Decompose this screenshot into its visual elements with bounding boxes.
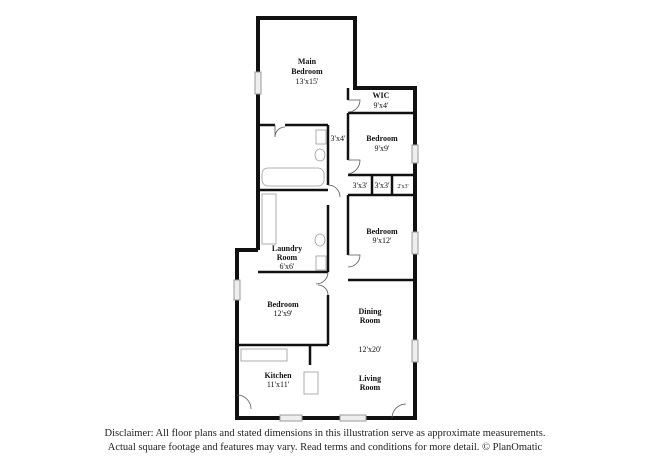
exterior-walls <box>235 16 417 420</box>
living-label: Room <box>360 383 381 392</box>
bedroom-9x9-dims: 9'x9' <box>375 144 390 153</box>
closet-c-dims: 2'x3' <box>397 184 408 190</box>
disclaimer-line-1: Disclaimer: All floor plans and stated d… <box>104 428 546 439</box>
main-bedroom-dims: 13'x15' <box>296 77 319 86</box>
hall-closet-dims: 3'x4' <box>331 134 346 143</box>
washer <box>315 255 327 271</box>
laundry-label: Laundry <box>272 244 302 253</box>
bedroom-12x9-label: Bedroom <box>267 300 299 309</box>
shower <box>261 193 277 245</box>
closet-b-dims: 3'x3' <box>375 181 390 190</box>
toilet <box>314 148 326 162</box>
bedroom-9x12-label: Bedroom <box>366 227 398 236</box>
windows <box>233 71 419 422</box>
doors <box>236 99 407 419</box>
bedroom-12x9-dims: 12'x9' <box>274 309 293 318</box>
bathtub <box>261 167 325 187</box>
kitchen-island <box>303 371 319 395</box>
sink <box>315 129 327 145</box>
dining-label: Dining <box>358 307 381 316</box>
wic-dims: 9'x4' <box>374 101 389 110</box>
fixtures <box>240 129 327 395</box>
dining-label: Room <box>360 316 381 325</box>
interior-walls <box>237 88 415 365</box>
disclaimer-line-2: Actual square footage and features may v… <box>107 442 543 453</box>
wic-label: WIC <box>373 91 390 100</box>
laundry-dims: 6'x6' <box>280 262 295 271</box>
bedroom-9x9-label: Bedroom <box>366 134 398 143</box>
main-bedroom-label: Bedroom <box>291 67 323 76</box>
bedroom-9x12-dims: 9'x12' <box>373 236 392 245</box>
closet-a-dims: 3'x3' <box>353 181 368 190</box>
kitchen-label: Kitchen <box>264 371 292 380</box>
laundry-label: Room <box>277 253 298 262</box>
living-label: Living <box>359 374 381 383</box>
kitchen-counter <box>240 348 288 362</box>
main-bedroom-label: Main <box>298 57 317 66</box>
room-labels: Main Bedroom 13'x15' WIC 9'x4' 3'x4' Bed… <box>264 57 408 392</box>
dining-living-dims: 12'x20' <box>359 345 382 354</box>
kitchen-dims: 11'x11' <box>267 380 290 389</box>
